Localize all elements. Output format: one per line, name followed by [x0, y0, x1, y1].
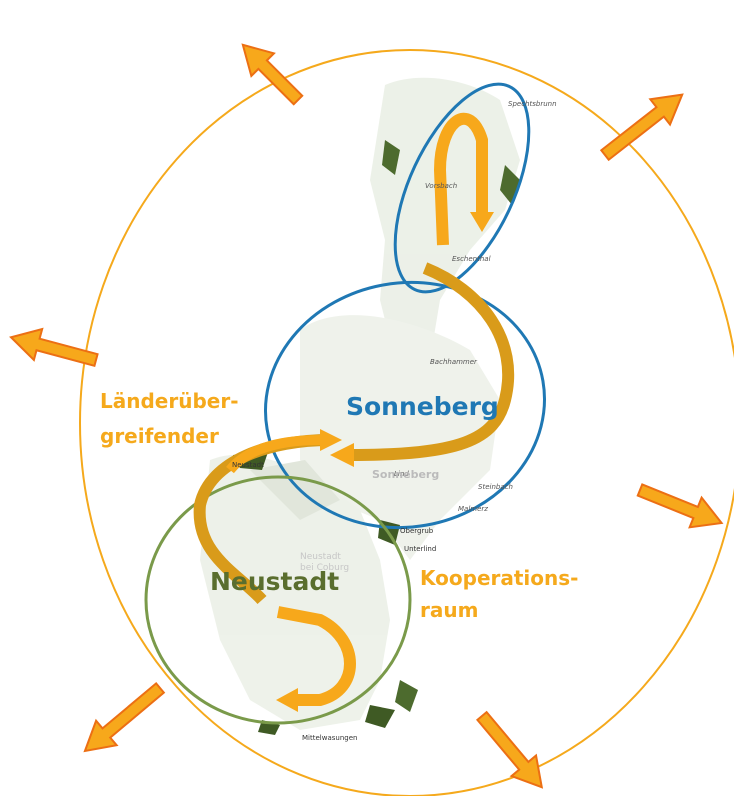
town-neustadt-small: Neustadt — [232, 461, 264, 469]
arrow-outward-icon — [475, 710, 544, 789]
town-vorsbach: Vorsbach — [425, 182, 458, 190]
flow-arrows — [193, 112, 515, 712]
flow-lower-loop — [276, 606, 356, 706]
town-eschenthal: Eschenthal — [452, 255, 491, 263]
cooperation-label-left-1: Länderüber- — [100, 389, 239, 413]
town-sonneberg-city: Sonneberg — [372, 468, 440, 481]
town-unterlind: Unterlind — [404, 545, 437, 553]
town-spechtsbrunn: Spechtsbrunn — [508, 100, 557, 108]
town-steinbach: Steinbach — [478, 483, 513, 491]
arrow-outward-icon — [599, 93, 684, 162]
town-lind: Lind — [394, 470, 409, 478]
flow-descent — [349, 262, 515, 461]
cooperation-ellipse — [79, 49, 734, 796]
flow-top-arrowhead — [320, 429, 342, 451]
town-neustadt-city-1: Neustadt — [300, 552, 341, 562]
flow-north-loop — [433, 112, 488, 246]
arrow-outward-icon — [636, 483, 724, 529]
arrow-outward-icon — [9, 327, 99, 368]
cooperation-label-right-1: Kooperations- — [420, 566, 579, 590]
outward-arrows — [9, 43, 724, 789]
town-neustadt-city-2: bei Coburg — [300, 563, 350, 573]
flow-descent-arrowhead — [330, 443, 354, 467]
cooperation-label-right-2: raum — [420, 598, 479, 622]
sonneberg-circle — [264, 280, 546, 530]
town-mittelwasungen: Mittelwasungen — [302, 734, 358, 742]
arrow-outward-icon — [83, 681, 166, 753]
sonneberg-north-loop — [393, 82, 531, 294]
region-label-neustadt: Neustadt — [210, 567, 340, 596]
arrow-outward-icon — [241, 43, 304, 106]
town-malmerz: Malmerz — [458, 505, 488, 513]
region-label-sonneberg: Sonneberg — [346, 392, 499, 421]
cooperation-label-left-2: greifender — [100, 424, 219, 448]
flow-lower-arrowhead — [276, 688, 298, 712]
town-obergrub: Obergrub — [400, 527, 434, 535]
flow-top-bend — [226, 435, 321, 474]
neustadt-circle — [144, 475, 412, 725]
town-bachhammer: Bachhammer — [430, 358, 477, 366]
flow-north-arrowhead — [470, 212, 494, 232]
